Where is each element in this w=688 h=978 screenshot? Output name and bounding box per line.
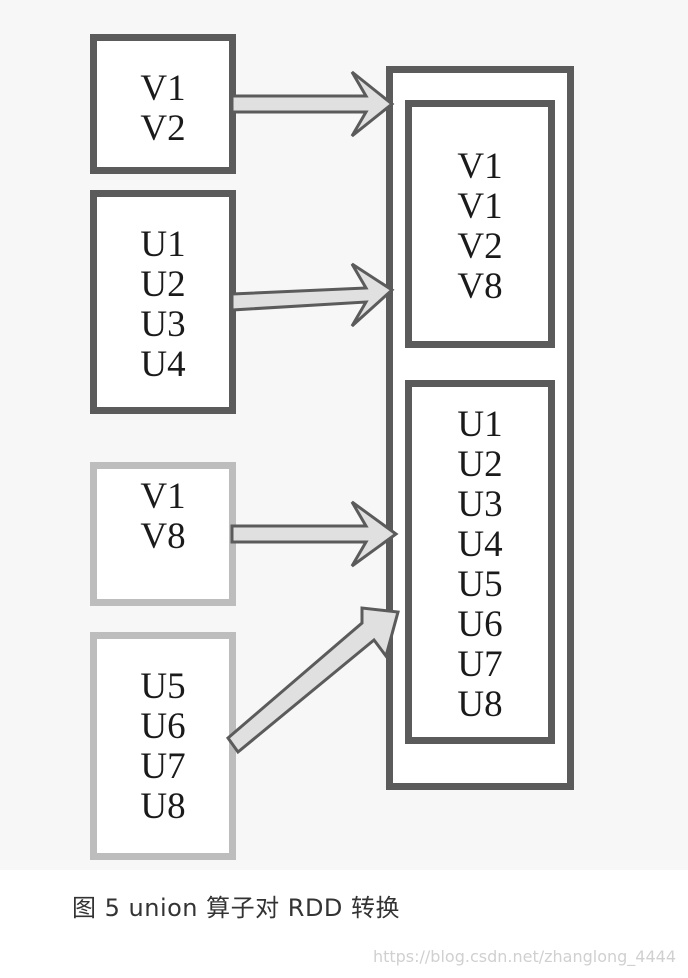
item-label: U3 bbox=[457, 484, 503, 525]
item-label: U5 bbox=[140, 666, 186, 707]
item-label: V2 bbox=[140, 108, 186, 149]
item-label: V2 bbox=[457, 226, 503, 267]
item-label: U4 bbox=[140, 344, 186, 385]
source-rdd-items-2: U1 U2 U3 U4 bbox=[97, 225, 229, 385]
item-label: U5 bbox=[457, 564, 503, 605]
result-partition-1: V1 V1 V2 V8 bbox=[405, 100, 555, 348]
arrow-4 bbox=[225, 606, 400, 755]
item-label: U1 bbox=[457, 404, 503, 445]
item-label: V1 bbox=[140, 68, 186, 109]
item-label: U8 bbox=[140, 786, 186, 827]
item-label: V8 bbox=[457, 266, 503, 307]
watermark: https://blog.csdn.net/zhanglong_4444 bbox=[372, 947, 676, 966]
arrow-2 bbox=[230, 262, 395, 328]
item-label: U2 bbox=[140, 264, 186, 305]
source-rdd-box-2: U1 U2 U3 U4 bbox=[90, 190, 236, 414]
item-label: V8 bbox=[140, 516, 186, 557]
source-rdd-items-3: V1 V8 bbox=[97, 477, 229, 557]
item-label: V1 bbox=[140, 476, 186, 517]
source-rdd-box-4: U5 U6 U7 U8 bbox=[90, 632, 236, 860]
source-rdd-box-1: V1 V2 bbox=[90, 34, 236, 174]
item-label: U8 bbox=[457, 684, 503, 725]
item-label: U6 bbox=[140, 706, 186, 747]
item-label: U7 bbox=[140, 746, 186, 787]
result-partition-items-2: U1 U2 U3 U4 U5 U6 U7 U8 bbox=[412, 405, 548, 725]
item-label: U7 bbox=[457, 644, 503, 685]
item-label: V1 bbox=[457, 146, 503, 187]
source-rdd-items-4: U5 U6 U7 U8 bbox=[97, 667, 229, 827]
source-rdd-items-1: V1 V2 bbox=[97, 69, 229, 149]
item-label: U6 bbox=[457, 604, 503, 645]
source-rdd-box-3: V1 V8 bbox=[90, 462, 236, 606]
item-label: U2 bbox=[457, 444, 503, 485]
figure-caption: 图 5 union 算子对 RDD 转换 bbox=[72, 894, 401, 922]
result-partition-items-1: V1 V1 V2 V8 bbox=[412, 147, 548, 307]
arrow-3 bbox=[230, 500, 399, 568]
item-label: V1 bbox=[457, 186, 503, 227]
arrow-1 bbox=[230, 70, 395, 138]
item-label: U3 bbox=[140, 304, 186, 345]
item-label: U1 bbox=[140, 224, 186, 265]
arrows-layer bbox=[225, 70, 400, 755]
result-partition-2: U1 U2 U3 U4 U5 U6 U7 U8 bbox=[405, 380, 555, 744]
item-label: U4 bbox=[457, 524, 503, 565]
